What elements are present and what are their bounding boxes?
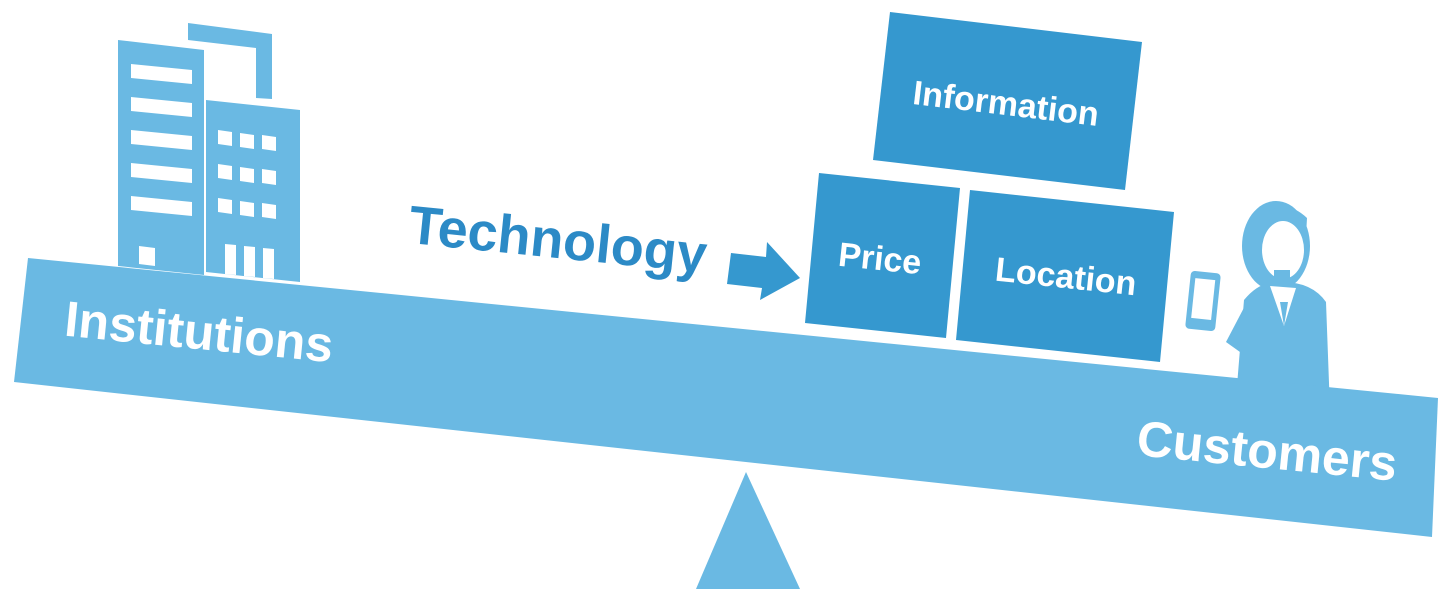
fulcrum-triangle <box>696 472 800 589</box>
information-box <box>873 12 1142 190</box>
price-label: Price <box>837 236 924 282</box>
person-with-phone-icon <box>1185 201 1330 410</box>
right-arrow-icon <box>727 242 800 300</box>
office-building-icon <box>118 23 300 282</box>
technology-label: Technology <box>406 195 710 285</box>
price-box <box>805 173 960 338</box>
balance-beam <box>14 258 1438 537</box>
location-box <box>956 190 1174 362</box>
